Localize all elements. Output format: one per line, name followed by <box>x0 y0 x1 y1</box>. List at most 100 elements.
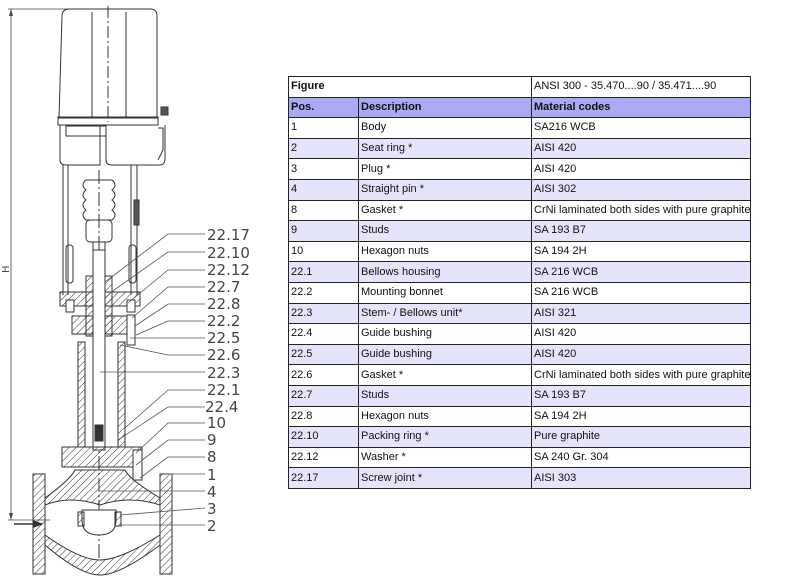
callout-label: 22.5 <box>207 329 240 347</box>
callout-label: 22.10 <box>207 244 250 262</box>
callout-label: 8 <box>207 448 217 466</box>
cell-pos: 22.2 <box>288 281 359 304</box>
cell-description: Plug * <box>358 158 532 180</box>
callout-label: 22.7 <box>207 278 240 296</box>
cell-material: AISI 302 <box>530 178 752 201</box>
cell-pos: 4 <box>288 178 359 201</box>
cell-material: AISI 420 <box>530 137 752 160</box>
callout-label: 22.12 <box>207 261 250 279</box>
bonnet <box>59 249 141 451</box>
cell-material: SA 240 Gr. 304 <box>530 446 752 469</box>
callout-label: 22.8 <box>207 295 240 313</box>
cell-pos: 9 <box>288 220 359 242</box>
callout-label: 1 <box>207 466 217 484</box>
column-header-material: Material codes <box>530 96 752 119</box>
cell-pos: 22.12 <box>288 446 359 469</box>
cell-material: CrNi laminated both sides with pure grap… <box>530 199 752 222</box>
cell-material: AISI 303 <box>530 467 752 489</box>
cell-pos: 22.3 <box>288 302 359 325</box>
column-header-pos: Pos. <box>288 96 359 119</box>
cell-description: Bellows housing <box>358 261 532 283</box>
cell-description: Hexagon nuts <box>358 405 532 428</box>
cell-description: Body <box>358 117 532 139</box>
figure-row: Figure ANSI 300 - 35.470....90 / 35.471.… <box>288 76 752 98</box>
cell-description: Mounting bonnet <box>358 281 532 304</box>
figure-value: ANSI 300 - 35.470....90 / 35.471....90 <box>530 76 752 98</box>
cell-description: Screw joint * <box>358 467 532 489</box>
callout-label: 22.2 <box>207 312 240 330</box>
cell-pos: 22.7 <box>288 384 359 407</box>
cell-pos: 2 <box>288 137 359 160</box>
actuator <box>57 6 169 166</box>
cell-material: SA216 WCB <box>530 117 752 139</box>
height-dimension: H <box>1 8 75 521</box>
cell-material: CrNi laminated both sides with pure grap… <box>530 364 752 386</box>
cell-material: SA 216 WCB <box>530 281 752 304</box>
cell-material: AISI 420 <box>530 158 752 180</box>
cell-material: SA 193 B7 <box>530 220 752 242</box>
valve-cross-section-drawing: H <box>1 6 250 576</box>
cell-material: SA 194 2H <box>530 240 752 263</box>
cell-pos: 22.1 <box>288 261 359 283</box>
callout-label: 22.17 <box>207 226 250 244</box>
callout-label: 2 <box>207 517 217 535</box>
cell-material: SA 216 WCB <box>530 261 752 283</box>
valve-body <box>14 446 173 576</box>
cell-material: AISI 420 <box>530 343 752 366</box>
cell-description: Seat ring * <box>358 137 532 160</box>
callout-label: 22.4 <box>205 398 238 416</box>
callouts <box>100 233 206 526</box>
parts-material-table: Figure ANSI 300 - 35.470....90 / 35.471.… <box>288 76 752 489</box>
cell-pos: 8 <box>288 199 359 222</box>
cell-material: SA 194 2H <box>530 405 752 428</box>
cell-description: Studs <box>358 384 532 407</box>
callout-label: 22.3 <box>207 364 240 382</box>
callout-label: 3 <box>207 500 217 518</box>
cell-description: Gasket * <box>358 364 532 386</box>
cell-pos: 22.17 <box>288 467 359 489</box>
cell-pos: 10 <box>288 240 359 263</box>
cell-material: AISI 420 <box>530 323 752 345</box>
cell-description: Gasket * <box>358 199 532 222</box>
callout-label: 22.1 <box>207 381 240 399</box>
callout-labels: 22.17 22.10 22.12 22.7 22.8 22.2 22.5 22… <box>205 226 250 535</box>
cell-description: Guide bushing <box>358 343 532 366</box>
cell-description: Hexagon nuts <box>358 240 532 263</box>
cell-pos: 22.8 <box>288 405 359 428</box>
cell-pos: 22.4 <box>288 323 359 345</box>
cell-material: SA 193 B7 <box>530 384 752 407</box>
cell-description: Guide bushing <box>358 323 532 345</box>
cell-pos: 3 <box>288 158 359 180</box>
cell-description: Straight pin * <box>358 178 532 201</box>
height-label: H <box>1 265 12 273</box>
cell-pos: 22.10 <box>288 426 359 448</box>
cell-description: Packing ring * <box>358 426 532 448</box>
cell-description: Washer * <box>358 446 532 469</box>
cell-material: Pure graphite <box>530 426 752 448</box>
cell-pos: 22.5 <box>288 343 359 366</box>
cell-material: AISI 321 <box>530 302 752 325</box>
callout-label: 4 <box>207 483 217 501</box>
callout-label: 22.6 <box>207 346 240 364</box>
table-header: Pos. Description Material codes <box>288 96 752 119</box>
figure-label: Figure <box>288 76 532 98</box>
cell-pos: 1 <box>288 117 359 139</box>
column-header-description: Description <box>358 96 532 119</box>
